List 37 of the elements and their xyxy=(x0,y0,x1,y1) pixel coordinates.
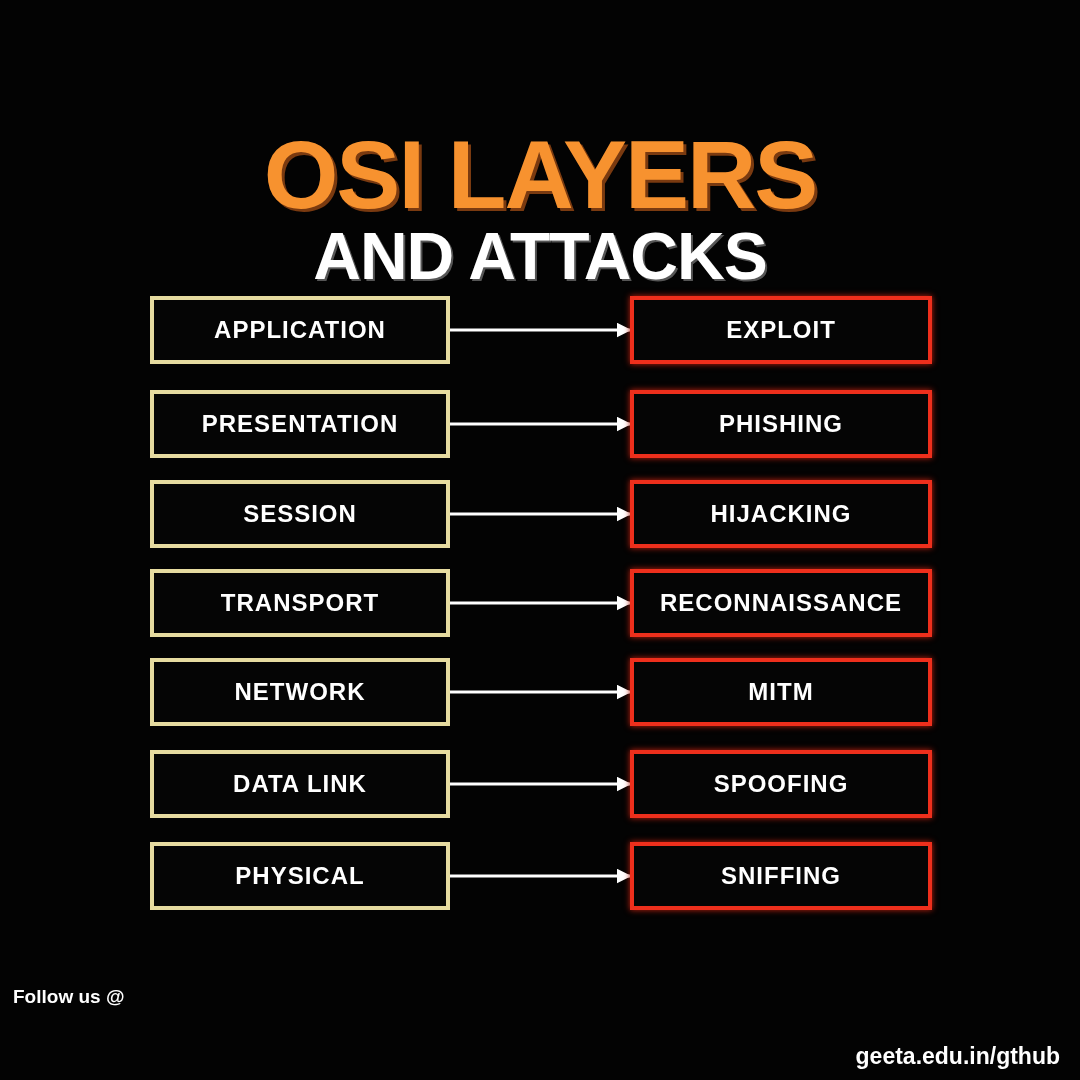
attack-label: MITM xyxy=(748,678,814,706)
layer-box xyxy=(150,750,450,818)
attack-box xyxy=(630,569,932,637)
arrow xyxy=(450,322,632,338)
layer-label: TRANSPORT xyxy=(220,589,380,617)
attack-label: RECONNAISSANCE xyxy=(660,589,902,617)
layer-box xyxy=(150,480,450,548)
attack-label: PHISHING xyxy=(719,410,843,438)
arrow xyxy=(450,776,632,792)
layer-box xyxy=(150,296,450,364)
arrow xyxy=(450,416,632,432)
attack-box xyxy=(630,480,932,548)
layer-box xyxy=(150,390,450,458)
arrow xyxy=(450,595,632,611)
layer-label: DATA LINK xyxy=(233,770,367,798)
attack-box xyxy=(630,750,932,818)
arrow xyxy=(450,684,632,700)
attack-label: SPOOFING xyxy=(713,770,849,798)
web-address: geeta.edu.in/gthub xyxy=(855,1043,1060,1070)
layer-box xyxy=(150,842,450,910)
attack-box xyxy=(630,296,932,364)
arrow xyxy=(450,868,632,884)
attack-box xyxy=(630,842,932,910)
attack-label: SNIFFING xyxy=(721,862,841,890)
layer-box xyxy=(150,658,450,726)
attack-label: HIJACKING xyxy=(710,500,852,528)
attack-label: EXPLOIT xyxy=(726,316,836,344)
layer-label: PRESENTATION xyxy=(201,410,399,438)
layer-label: APPLICATION xyxy=(214,316,386,344)
layer-label: SESSION xyxy=(243,500,357,528)
layer-box xyxy=(150,569,450,637)
arrow xyxy=(450,506,632,522)
layer-label: NETWORK xyxy=(234,678,366,706)
attack-box xyxy=(630,390,932,458)
follow-text: Follow us @ xyxy=(13,986,125,1008)
layer-label: PHYSICAL xyxy=(235,862,365,890)
attack-box xyxy=(630,658,932,726)
